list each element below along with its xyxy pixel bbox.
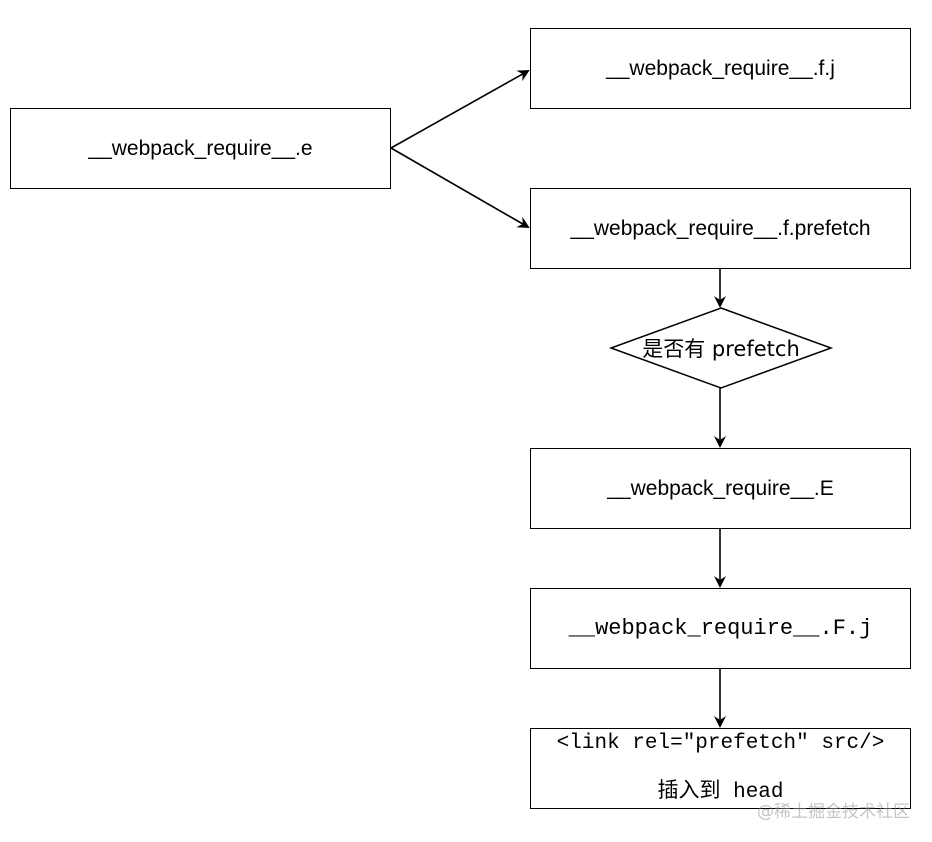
- node-require-F-j: __webpack_require__.F.j: [530, 588, 911, 669]
- node-require-e-label: __webpack_require__.e: [88, 136, 313, 160]
- node-require-E: __webpack_require__.E: [530, 448, 911, 529]
- node-require-f-prefetch: __webpack_require__.f.prefetch: [530, 188, 911, 269]
- edge-e-to-fj: [390, 70, 530, 149]
- node-link-line2: 插入到 head: [657, 781, 784, 804]
- edge-e-to-fprefetch: [390, 147, 530, 228]
- node-require-f-j-label: __webpack_require__.f.j: [606, 56, 835, 80]
- node-require-F-j-label: __webpack_require__.F.j: [568, 616, 873, 641]
- node-require-E-label: __webpack_require__.E: [607, 476, 834, 500]
- node-require-f-prefetch-label: __webpack_require__.f.prefetch: [570, 216, 871, 240]
- node-link-line1: <link rel="prefetch" src/>: [556, 732, 885, 755]
- watermark: @稀土掘金技术社区: [757, 802, 910, 822]
- decision-diamond: [608, 307, 834, 389]
- node-require-f-j: __webpack_require__.f.j: [530, 28, 911, 109]
- decision-label: 是否有 prefetch: [642, 337, 800, 361]
- node-link-insert: <link rel="prefetch" src/> 插入到 head: [530, 728, 911, 809]
- node-require-e: __webpack_require__.e: [10, 108, 391, 189]
